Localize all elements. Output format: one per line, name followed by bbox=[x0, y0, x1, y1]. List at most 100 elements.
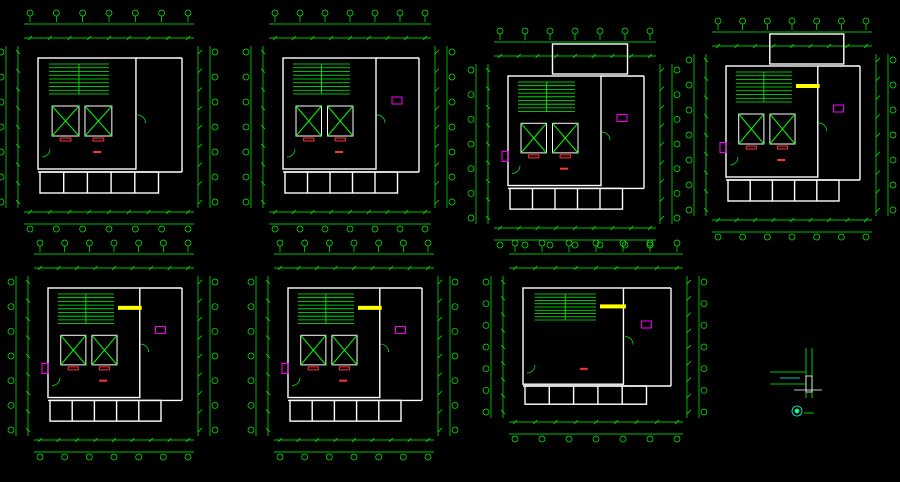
dimension-tick bbox=[166, 35, 171, 41]
axis-bubble bbox=[325, 239, 333, 247]
dimension-tick bbox=[591, 225, 596, 231]
axis-bubble bbox=[211, 352, 219, 360]
room-tag bbox=[93, 151, 102, 153]
axis-bubble bbox=[271, 225, 279, 233]
axis-bubble bbox=[371, 9, 379, 17]
dimension-tick bbox=[686, 312, 692, 317]
axis-bubble bbox=[0, 98, 5, 106]
stair-highlight bbox=[358, 305, 382, 310]
dimension-tick bbox=[533, 265, 538, 271]
dimension-tick bbox=[875, 95, 881, 100]
floor-plan-p6 bbox=[247, 239, 459, 461]
dimension-tick bbox=[167, 437, 172, 443]
axis-bubble bbox=[889, 56, 897, 64]
dimension-tick bbox=[863, 43, 869, 49]
lift-door bbox=[67, 366, 79, 371]
dimension-tick bbox=[659, 178, 665, 184]
axis-bubble bbox=[571, 27, 579, 35]
dimension-tick bbox=[659, 215, 665, 221]
axis-bubbles bbox=[467, 27, 681, 249]
doors bbox=[291, 343, 389, 386]
equipment-box bbox=[719, 142, 727, 153]
walls bbox=[282, 57, 420, 194]
floor-plans-layer bbox=[0, 9, 897, 461]
dimension-tick bbox=[185, 265, 191, 271]
room-tag bbox=[579, 367, 588, 370]
axis-bubble bbox=[889, 131, 897, 139]
axis-bubble bbox=[242, 73, 250, 81]
axis-bubble bbox=[131, 225, 139, 233]
dimension-tick bbox=[845, 43, 850, 49]
dimension-tick bbox=[703, 76, 709, 81]
lift-door bbox=[745, 145, 757, 150]
dimension-tick bbox=[260, 143, 266, 148]
dimension-tick bbox=[25, 279, 31, 285]
dimension-tick bbox=[845, 217, 850, 223]
axis-bubble bbox=[482, 365, 490, 373]
dimension-tick bbox=[126, 35, 131, 41]
dimension-tick bbox=[573, 419, 578, 425]
axis-bubble bbox=[538, 239, 546, 247]
axis-bubble bbox=[482, 300, 490, 308]
service-strip bbox=[49, 399, 162, 422]
lift-cross bbox=[520, 122, 547, 154]
dimension-tick bbox=[260, 162, 266, 167]
axis-bubble bbox=[451, 401, 459, 409]
dimension-tick bbox=[265, 316, 271, 322]
axis-bubble bbox=[158, 225, 166, 233]
dimension-tick bbox=[333, 265, 338, 271]
dimension-tick bbox=[329, 35, 334, 41]
equipment-box bbox=[394, 325, 406, 334]
dimension-tick bbox=[265, 298, 271, 303]
axis-bubble bbox=[375, 453, 383, 461]
dimension-tick bbox=[485, 67, 491, 73]
dimension-tick bbox=[27, 209, 33, 215]
dimension-tick bbox=[106, 35, 112, 41]
dimension-tick bbox=[370, 265, 375, 271]
dimension-tick bbox=[437, 298, 443, 303]
axis-bubble bbox=[52, 225, 60, 233]
door-swing bbox=[625, 336, 634, 345]
dimension-tick bbox=[25, 335, 31, 340]
dimension-tick bbox=[347, 209, 353, 215]
lift-door bbox=[528, 154, 540, 159]
dimension-tick bbox=[535, 225, 540, 231]
lift-shaft bbox=[331, 334, 358, 366]
dimension-tick bbox=[265, 353, 271, 359]
dimension-tick bbox=[437, 427, 443, 433]
axis-bubble bbox=[396, 225, 404, 233]
axis-bubble bbox=[346, 225, 354, 233]
axis-bubble bbox=[399, 453, 407, 461]
axis-bubble bbox=[211, 278, 219, 286]
axis-bubble bbox=[546, 27, 554, 35]
axis-bubble bbox=[467, 91, 475, 99]
core-wall bbox=[47, 287, 141, 399]
dimension-tick bbox=[130, 265, 135, 271]
dimension-tick bbox=[260, 199, 266, 205]
axis-bubble bbox=[211, 377, 219, 385]
lift-door bbox=[307, 366, 319, 371]
dimension-tick bbox=[422, 35, 428, 41]
dimension-tick bbox=[485, 197, 491, 202]
lift-cross bbox=[327, 105, 354, 137]
axis-bubble bbox=[467, 189, 475, 197]
dimension-tick bbox=[260, 68, 266, 73]
axis-bubble bbox=[242, 123, 250, 131]
dimension-tick bbox=[686, 409, 692, 415]
lift-door bbox=[92, 137, 105, 142]
dimension-tick bbox=[485, 86, 491, 91]
lift-door bbox=[98, 366, 110, 371]
dimension-tick bbox=[659, 197, 665, 202]
dimension-tick bbox=[407, 265, 412, 271]
axis-bubble bbox=[242, 98, 250, 106]
lift-door bbox=[303, 137, 315, 142]
dimension-tick bbox=[554, 225, 559, 231]
axis-bubble bbox=[247, 327, 255, 335]
axis-bubble bbox=[685, 81, 693, 89]
axis-bubble bbox=[482, 408, 490, 416]
dimension-tick bbox=[500, 328, 506, 333]
door-swing bbox=[511, 165, 521, 174]
dimension-tick bbox=[875, 207, 881, 213]
dimension-lines bbox=[5, 23, 211, 225]
service-strip bbox=[524, 385, 648, 405]
